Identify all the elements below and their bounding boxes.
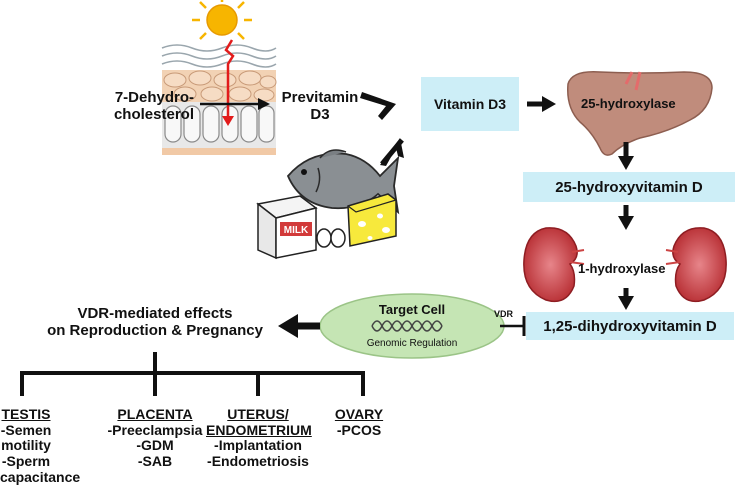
organ-item: -Implantation xyxy=(214,437,302,454)
organ-placenta-name: PLACENTA xyxy=(117,406,193,422)
skin-icon xyxy=(160,40,278,155)
dna-icon xyxy=(371,320,443,332)
cheese-icon xyxy=(347,193,397,247)
target-cell-subtitle: Genomic Regulation xyxy=(366,338,458,349)
vdr-label: VDR xyxy=(494,309,514,319)
conversion-arrow xyxy=(200,98,270,110)
arrow-food-to-vitd3 xyxy=(380,138,404,166)
arrow-cell-to-effects xyxy=(278,314,320,338)
organ-item: -PCOS xyxy=(336,421,382,438)
precursor-line-1: 7-Dehydro- xyxy=(114,89,194,106)
125-dihydroxyvitamin-d-label: 1,25-dihydroxyvitamin D xyxy=(543,317,717,335)
organ-ovary: OVARY -PCOS xyxy=(327,406,391,438)
kidney-icon-right xyxy=(665,227,727,303)
effects-title: VDR-mediated effects on Reproduction & P… xyxy=(40,305,270,340)
vitamin-d3-box: Vitamin D3 xyxy=(421,77,519,131)
target-cell-title: Target Cell xyxy=(378,302,446,317)
organ-uterus-name-2: ENDOMETRIUM xyxy=(206,421,312,438)
precursor-line-2: cholesterol xyxy=(113,106,194,124)
organ-item: -Semen xyxy=(0,421,52,438)
organ-item: -Sperm xyxy=(1,453,51,470)
previtamin-line-2: D3 xyxy=(310,106,330,124)
organ-item: motility xyxy=(1,437,51,454)
organ-item: -GDM xyxy=(136,437,174,454)
organ-ovary-name: OVARY xyxy=(334,406,384,422)
effects-title-line-2: on Reproduction & Pregnancy xyxy=(47,322,263,340)
kidney-icon xyxy=(523,227,585,303)
organ-item: -SAB xyxy=(137,453,173,470)
liver-enzyme-label: 25-hydroxylase xyxy=(581,96,676,111)
kidney-enzyme-label: 1-hydroxylase xyxy=(578,261,666,276)
organ-item: capacitance xyxy=(0,468,81,485)
previtamin-line-1: Previtamin xyxy=(281,89,359,106)
organ-testis: TESTIS -Semen motility -Sperm capacitanc… xyxy=(0,406,81,485)
vdr-connector xyxy=(500,316,526,336)
milk-carton-icon: MILK xyxy=(256,195,318,260)
organ-testis-name: TESTIS xyxy=(1,406,51,422)
25-hydroxyvitamin-d-box: 25-hydroxyvitamin D xyxy=(523,172,735,202)
milk-label: MILK xyxy=(284,225,309,236)
arrow-kidney-down xyxy=(618,288,634,310)
arrow-previtamin-to-vitd3 xyxy=(360,92,396,120)
25-hydroxyvitamin-d-label: 25-hydroxyvitamin D xyxy=(555,178,703,196)
organ-placenta: PLACENTA -Preeclampsia -GDM -SAB xyxy=(100,406,210,470)
arrow-vitd3-to-liver xyxy=(527,96,556,112)
effects-tree xyxy=(20,352,365,396)
organ-item: -Endometriosis xyxy=(207,453,309,470)
fish-icon xyxy=(286,149,400,215)
eggs-icon xyxy=(316,228,346,248)
precursor-label: 7-Dehydro- cholesterol xyxy=(82,89,194,124)
arrow-liver-down xyxy=(618,142,634,170)
sun-icon xyxy=(192,0,252,40)
previtamin-label: Previtamin D3 xyxy=(278,89,362,124)
vitamin-d3-label: Vitamin D3 xyxy=(433,96,507,112)
125-dihydroxyvitamin-d-box: 1,25-dihydroxyvitamin D xyxy=(526,312,734,340)
uv-ray-arrow xyxy=(222,39,235,126)
organ-uterus-name: UTERUS/ xyxy=(227,406,289,422)
organ-item: -Preeclampsia xyxy=(107,421,203,438)
organ-uterus: UTERUS/ ENDOMETRIUM -Implantation -Endom… xyxy=(206,406,312,470)
liver-icon xyxy=(567,71,713,156)
arrow-to-kidney xyxy=(618,205,634,230)
effects-title-line-1: VDR-mediated effects xyxy=(77,305,233,322)
